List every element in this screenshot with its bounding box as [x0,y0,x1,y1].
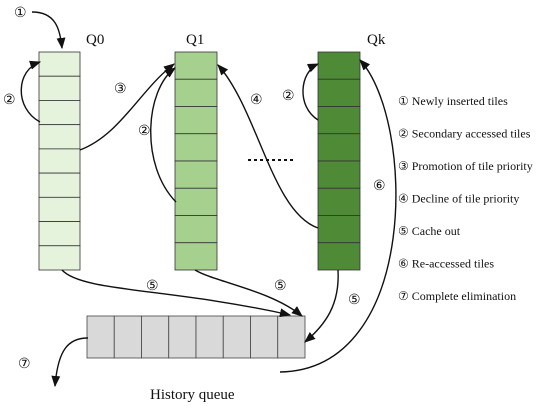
marker-4: ④ [250,93,263,108]
marker-5-q0: ⑤ [146,279,159,294]
queue-q0-label: Q0 [86,32,104,48]
history-queue-cell [195,315,224,359]
history-queue-cells [86,315,306,359]
history-queue-label: History queue [150,387,235,403]
q1-cell [174,133,218,162]
queue-qk-cells [317,51,361,271]
marker-5-qk: ⑤ [348,293,361,308]
history-queue: History queue [86,315,306,403]
flow-arrows [20,11,397,388]
qk-cell [317,160,361,189]
arrow-qk-secondary [302,63,320,121]
arrow-insert [31,11,66,50]
queue-q0: Q0 [38,32,104,271]
arrow-cacheout-q1 [194,269,303,317]
queue-q1-label: Q1 [186,32,204,48]
legend-item: ④ Decline of tile priority [398,192,519,206]
q0-cell [38,148,81,174]
legend: ① Newly inserted tiles ② Secondary access… [398,94,533,303]
qk-cell [317,215,361,244]
q1-cell [174,106,218,135]
queue-qk: Qk [317,32,386,271]
qk-cell [317,242,361,271]
q0-cell [38,245,81,271]
legend-item: ⑤ Cache out [398,224,461,238]
history-queue-cell [168,315,197,359]
history-queue-cell [250,315,279,359]
legend-item: ② Secondary accessed tiles [398,127,531,141]
marker-1: ① [14,6,27,21]
diagram-markers: ① ② ③ ② ④ ② ⑥ ⑤ ⑤ ⑤ ⑦ [3,6,386,372]
q0-cell [38,100,81,126]
marker-5-q1: ⑤ [274,279,287,294]
q1-cell [174,78,218,107]
q0-cell [38,221,81,247]
qk-cell [317,78,361,107]
marker-6: ⑥ [373,179,386,194]
arrow-reaccess [279,59,397,373]
marker-2-qk: ② [282,89,295,104]
marker-3: ③ [114,82,127,97]
qk-cell [317,51,361,80]
queue-q1-cells [174,51,218,271]
arrow-q1-secondary [150,67,177,203]
marker-2-q0: ② [3,93,16,108]
arrow-decline [217,64,319,229]
qk-cell [317,106,361,135]
arrow-q0-secondary [20,60,42,123]
history-queue-cell [277,315,306,359]
queue-q0-cells [38,51,81,271]
legend-item: ⑦ Complete elimination [398,289,516,303]
queue-q1: Q1 [174,32,218,271]
q0-cell [38,124,81,150]
history-queue-cell [141,315,170,359]
q0-cell [38,51,81,77]
q0-cell [38,75,81,101]
history-queue-cell [86,315,115,359]
arrow-eliminate [51,337,89,388]
arrow-promotion [79,63,175,151]
q1-cell [174,51,218,80]
legend-item: ① Newly inserted tiles [398,94,508,108]
legend-item: ⑥ Re-accessed tiles [398,257,494,271]
history-queue-cell [222,315,251,359]
qk-cell [317,187,361,216]
q1-cell [174,215,218,244]
qk-cell [317,133,361,162]
arrow-cacheout-qk [304,269,339,343]
q1-cell [174,242,218,271]
marker-2-q1: ② [138,124,151,139]
queue-qk-label: Qk [367,32,386,48]
q1-cell [174,160,218,189]
q0-cell [38,172,81,198]
arrow-cacheout-q0 [61,269,292,318]
legend-item: ③ Promotion of tile priority [398,159,533,173]
q1-cell [174,187,218,216]
q0-cell [38,196,81,222]
marker-7: ⑦ [18,357,31,372]
history-queue-cell [113,315,142,359]
